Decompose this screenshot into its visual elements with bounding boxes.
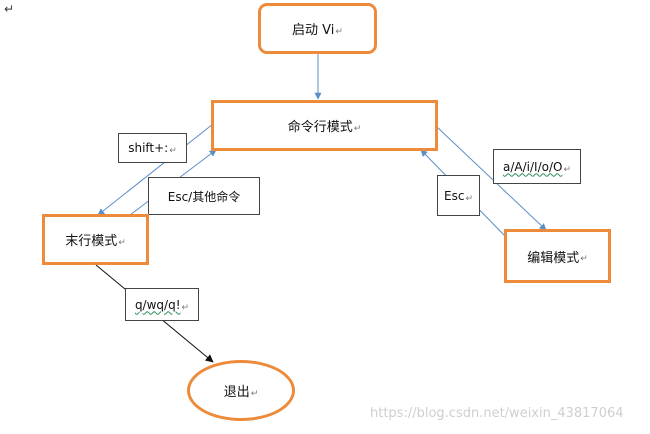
paragraph-mark: ↵	[169, 146, 177, 156]
node-edit-mode-text: 编辑模式	[527, 250, 580, 266]
node-last-line-mode: 末行模式↵	[42, 214, 149, 265]
label-esc-other-commands-text: Esc/其他命令	[167, 189, 241, 204]
label-shift-colon-text: shift+:	[128, 141, 169, 155]
label-quit-commands: q/wq/q!↵	[125, 288, 199, 321]
node-exit: 退出↵	[187, 360, 295, 421]
paragraph-mark: ↵	[465, 193, 473, 204]
label-quit-commands-text: q/wq/q!	[134, 297, 181, 312]
paragraph-mark: ↵	[181, 302, 190, 313]
node-last-line-mode-text: 末行模式	[65, 234, 118, 249]
corner-mark: ↵	[4, 2, 15, 16]
watermark-text: https://blog.csdn.net/weixin_43817064	[370, 406, 624, 421]
node-start-vi: 启动 Vi↵	[258, 3, 377, 54]
arrow-command-to-edit	[436, 126, 547, 231]
node-command-mode-text: 命令行模式	[287, 120, 353, 135]
label-esc-other-commands: Esc/其他命令	[148, 177, 260, 215]
paragraph-mark: ↵	[580, 254, 588, 264]
node-start-vi-text: 启动 Vi	[292, 23, 335, 38]
label-insert-keys-text: a/A/i/I/o/O	[503, 159, 563, 174]
arrow-command-to-lastline	[97, 123, 214, 216]
node-edit-mode: 编辑模式↵	[504, 229, 611, 283]
label-esc-text: Esc	[444, 188, 465, 203]
paragraph-mark: ↵	[335, 26, 343, 37]
paragraph-mark: ↵	[118, 237, 126, 248]
paragraph-mark: ↵	[353, 123, 362, 134]
label-shift-colon: shift+:↵	[118, 133, 187, 163]
paragraph-mark: ↵	[250, 388, 259, 399]
label-insert-keys: a/A/i/I/o/O↵	[493, 149, 581, 184]
label-esc: Esc↵	[437, 175, 480, 216]
paragraph-mark: ↵	[563, 164, 571, 175]
node-exit-text: 退出	[223, 385, 250, 400]
node-command-mode: 命令行模式↵	[211, 100, 438, 151]
